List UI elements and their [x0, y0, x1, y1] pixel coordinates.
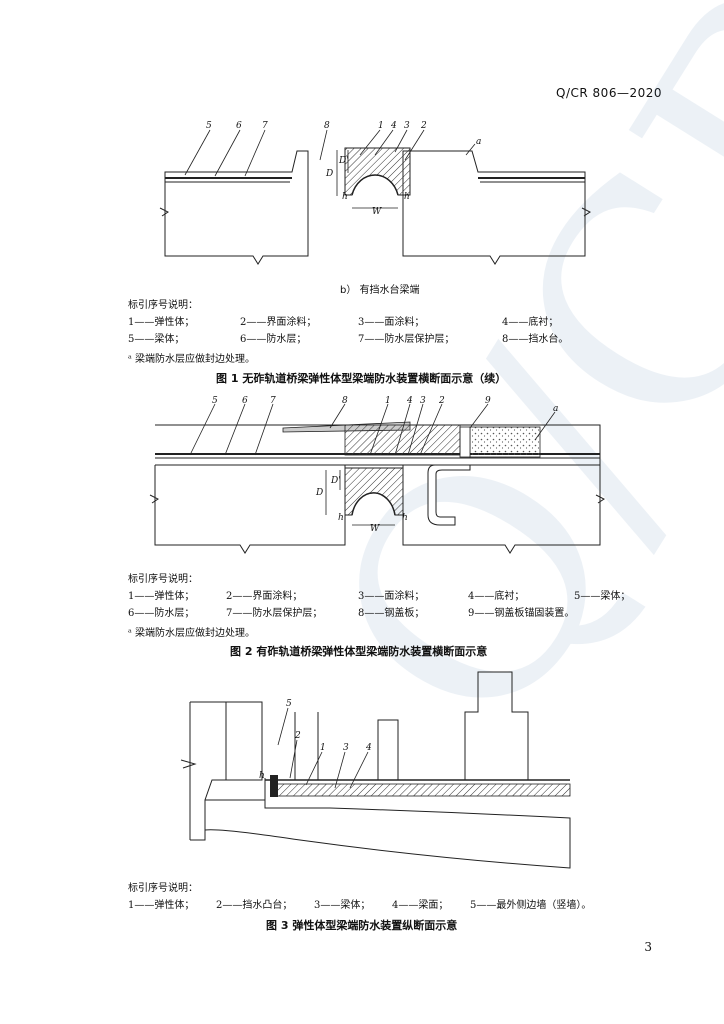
callout-a: a — [476, 137, 481, 147]
dim-D: D — [315, 488, 323, 498]
callout-2: 2 — [438, 396, 445, 406]
figure-1b-legend-row-1: 1——弹性体； 2——界面涂料； 3——面涂料； 4——底衬； — [128, 317, 559, 328]
callout-1: 1 — [385, 396, 391, 406]
callout-4: 4 — [390, 121, 397, 131]
dim-Dprime: D' — [330, 476, 341, 486]
figure-2-legend-title: 标引序号说明： — [128, 574, 198, 585]
figure-3-legend-title: 标引序号说明： — [128, 883, 198, 894]
figure-3-legend-row-1: 1——弹性体； 2——挡水凸台； 3——梁体； 4——梁面； 5——最外侧边墙（… — [128, 900, 592, 911]
callout-3: 3 — [420, 396, 426, 406]
callout-5: 5 — [286, 699, 292, 709]
page-number: 3 — [644, 940, 652, 954]
dim-h-right: h — [404, 192, 410, 202]
figure-2-note: ᵃ 梁端防水层应做封边处理。 — [128, 628, 256, 639]
dim-W: W — [370, 524, 380, 534]
callout-8: 8 — [342, 396, 348, 406]
callout-9: 9 — [485, 396, 491, 406]
callout-1: 1 — [320, 743, 326, 753]
callout-6: 6 — [242, 396, 248, 406]
figure-3-svg: 5 2 1 3 4 h — [180, 671, 571, 869]
figure-1b-legend-row-2: 5——梁体； 6——防水层； 7——防水层保护层； 8——挡水台。 — [128, 334, 569, 345]
dim-D: D — [325, 169, 333, 179]
figure-1b-svg: 5 6 7 8 1 4 3 2 a D D' h h W — [159, 121, 591, 265]
callout-2: 2 — [294, 731, 301, 741]
figure-1b-caption: 图 1 无砟轨道桥梁弹性体型梁端防水装置横断面示意（续） — [216, 372, 507, 385]
callout-8: 8 — [324, 121, 330, 131]
dim-W: W — [372, 207, 382, 217]
callout-7: 7 — [270, 396, 276, 406]
callout-1: 1 — [378, 121, 384, 131]
callout-a: a — [553, 404, 558, 414]
standard-number: Q/CR 806—2020 — [556, 86, 662, 100]
dim-Dprime: D' — [338, 156, 349, 166]
callout-2: 2 — [420, 121, 427, 131]
dim-h-left: h — [338, 513, 344, 523]
callout-3: 3 — [404, 121, 410, 131]
figure-1b-sublabel: b） 有挡水台梁端 — [340, 285, 420, 296]
figure-2-legend-row-2: 6——防水层； 7——防水层保护层； 8——钢盖板； 9——钢盖板锚固装置。 — [128, 608, 575, 619]
figure-2-svg: 5 6 7 8 1 4 3 2 9 a D D' h h W — [149, 396, 605, 554]
figure-1b-legend-title: 标引序号说明： — [128, 300, 198, 311]
dim-h: h — [259, 771, 265, 781]
dim-h-right: h — [402, 513, 408, 523]
figure-3-caption: 图 3 弹性体型梁端防水装置纵断面示意 — [266, 919, 458, 932]
figure-2-caption: 图 2 有砟轨道桥梁弹性体型梁端防水装置横断面示意 — [230, 645, 488, 658]
callout-5: 5 — [212, 396, 218, 406]
callout-3: 3 — [343, 743, 349, 753]
callout-6: 6 — [236, 121, 242, 131]
figure-1b-note: ᵃ 梁端防水层应做封边处理。 — [128, 354, 256, 365]
callout-4: 4 — [406, 396, 413, 406]
callout-7: 7 — [262, 121, 268, 131]
callout-5: 5 — [206, 121, 212, 131]
callout-4: 4 — [365, 743, 372, 753]
dim-h-left: h — [342, 192, 348, 202]
figure-2-legend-row-1: 1——弹性体； 2——界面涂料； 3——面涂料； 4——底衬； 5——梁体； — [128, 591, 631, 602]
